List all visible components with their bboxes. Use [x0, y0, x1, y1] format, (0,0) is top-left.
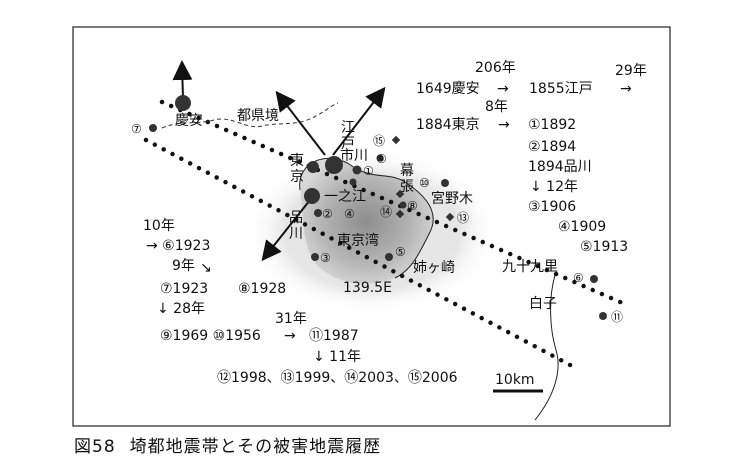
marker-8: ⑧ [407, 199, 418, 213]
history-h29: ⑫1998、⑬1999、⑭2003、⑮2006 [217, 370, 458, 386]
epicenter-11 [599, 312, 607, 320]
marker-5: ⑤ [395, 245, 406, 259]
epicenter-tokyo [307, 161, 319, 173]
label-keian: 慶安 [175, 113, 203, 129]
history-h14: ③1906 [528, 199, 576, 215]
figure-caption: 図58 埼都地震帯とその被害地震履歴 [74, 432, 395, 457]
history-h7: 8年 [485, 99, 508, 115]
marker-1: ① [363, 164, 374, 178]
history-h11: ②1894 [528, 139, 576, 155]
marker-3: ③ [320, 251, 331, 265]
epicenter-edo [325, 156, 343, 174]
svg-text:10km: 10km [495, 372, 535, 388]
history-h17: 10年 [143, 218, 175, 234]
epicenter-3 [311, 253, 319, 261]
history-h24: ⑨1969 ⑩1956 [160, 328, 261, 344]
marker-9: ⑨ [376, 152, 387, 166]
figure-title: 埼都地震帯とその被害地震履歴 [129, 437, 382, 457]
label-shirako: 白子 [529, 296, 557, 312]
history-h21: ⑦1923 [160, 281, 208, 297]
marker-4: ④ [344, 207, 355, 221]
label-miyanogi: 宮野木 [431, 191, 473, 207]
history-h15: ④1909 [558, 219, 606, 235]
label-edo-2: 戸 [341, 136, 355, 152]
marker-13: ⑬ [457, 211, 469, 225]
history-h3: → [497, 81, 509, 97]
marker-10: ⑩ [419, 176, 430, 190]
history-h9: → [498, 117, 510, 133]
epicenter-1 [349, 178, 357, 186]
label-ichikawa: 市川 [340, 147, 368, 164]
history-legend: 206年 1649慶安 → 1855江戸 29年 → 8年 1884東京 → ①… [143, 60, 647, 386]
history-h1: 206年 [475, 60, 516, 76]
history-h12: 1894品川 [528, 159, 592, 175]
epicenter-ichikawa [352, 165, 362, 175]
scale-bar: 10km [493, 372, 543, 393]
history-h25: 31年 [275, 311, 307, 327]
marker-14: ⑭ [380, 205, 392, 219]
history-h5: 29年 [615, 63, 647, 79]
label-kujukuri: 九十九里 [502, 259, 558, 275]
label-shinagawa-2: 川 [289, 226, 303, 242]
label-makuhari-2: 張 [400, 179, 414, 195]
label-tokyowan: 東京湾 [337, 232, 379, 249]
epicenter-ichinoe [304, 188, 320, 204]
history-h28: ↓ 11年 [313, 349, 361, 365]
label-anegasaki: 姉ヶ崎 [413, 260, 455, 276]
epicenter-6 [590, 275, 598, 283]
marker-15: ⑮ [373, 134, 385, 148]
stress-arrows [172, 60, 386, 262]
coast-line [534, 274, 559, 421]
history-h6: → [620, 81, 632, 97]
label-shinagawa-1: 品 [289, 210, 303, 226]
marker-6: ⑥ [573, 271, 584, 285]
label-tokyo-2: 京 [290, 169, 304, 185]
history-h20: ↘ [200, 260, 212, 276]
label-edo-1: 江 [341, 120, 355, 136]
prefecture-border [161, 102, 339, 129]
epicenter-keian [175, 95, 191, 111]
earthquake-epicenters [149, 95, 607, 320]
history-h22: ⑧1928 [238, 281, 286, 297]
epicenter-5 [385, 253, 393, 261]
history-h2: 1649慶安 [416, 81, 480, 97]
history-h10: ①1892 [528, 117, 576, 133]
history-h19: 9年 [172, 258, 195, 274]
history-h4: 1855江戸 [529, 81, 593, 97]
epicenter-2 [314, 209, 322, 217]
epicenter-9 [376, 154, 384, 162]
history-h16: ⑤1913 [580, 239, 628, 255]
label-ichinoe: 一之江 [324, 189, 366, 205]
epicenter-10 [441, 179, 449, 187]
label-longitude: 139.5E [343, 280, 392, 296]
history-h23: ↓ 28年 [157, 301, 205, 317]
label-makuhari-1: 幕 [400, 163, 414, 179]
history-h18: → ⑥1923 [146, 238, 210, 254]
marker-2: ② [322, 207, 333, 221]
history-h26: → [284, 328, 296, 344]
label-todokenkyo: 都県境 [237, 108, 279, 124]
history-h8: 1884東京 [416, 117, 480, 133]
history-h13: ↓ 12年 [530, 179, 578, 195]
map-markers: ⑦ ⑮ ⑨ ① ⑩ ⑧ ⑭ ⑬ ② ④ ③ ⑤ ⑥ ⑪ [131, 122, 623, 324]
marker-7: ⑦ [131, 122, 142, 136]
epicenter-8 [399, 201, 407, 209]
figure-number: 図58 [74, 437, 116, 457]
marker-11: ⑪ [611, 310, 623, 324]
map-frame [72, 26, 671, 427]
label-tokyo-1: 東 [290, 153, 304, 169]
seismic-zone-boundaries [143, 99, 630, 369]
epicenter-7 [149, 124, 157, 132]
history-h27: ⑪1987 [309, 328, 359, 344]
